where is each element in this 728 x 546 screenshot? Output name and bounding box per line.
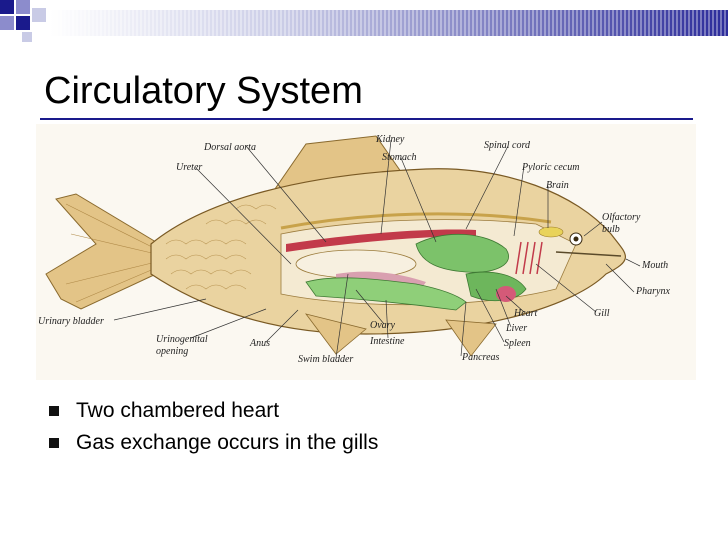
- anal-fin: [305, 313, 367, 355]
- tail-fin-rays: [65, 203, 157, 303]
- title-divider: [40, 118, 693, 120]
- label-pharynx: Pharynx: [635, 286, 670, 297]
- pelvic-fin: [445, 319, 497, 357]
- label-olfactory: Olfactory: [602, 212, 641, 223]
- label-stomach: Stomach: [382, 152, 416, 163]
- label-ureter: Ureter: [176, 162, 202, 173]
- label-heart: Heart: [513, 308, 538, 319]
- label-brain: Brain: [546, 180, 569, 191]
- square-bullet-icon: [49, 438, 59, 448]
- tail-fin: [45, 193, 157, 310]
- bullet-text: Gas exchange occurs in the gills: [76, 431, 379, 454]
- label-liver: Liver: [505, 323, 527, 334]
- label-mouth: Mouth: [641, 260, 668, 271]
- label-gill: Gill: [594, 308, 610, 319]
- label-ovary: Ovary: [370, 320, 396, 331]
- label-kidney: Kidney: [375, 134, 405, 145]
- kidney: [286, 229, 476, 252]
- label-urinary-bladder: Urinary bladder: [38, 316, 104, 327]
- spinal-cord: [280, 212, 552, 230]
- label-spleen: Spleen: [504, 338, 531, 349]
- bullet-item: Two chambered heart: [46, 395, 378, 427]
- bullet-list: Two chambered heart Gas exchange occurs …: [46, 395, 378, 459]
- leader-lines: [113, 139, 641, 359]
- heart: [496, 286, 516, 302]
- fish-scales: [165, 204, 277, 290]
- square-bullet-icon: [49, 406, 59, 416]
- label-pyloric-cecum: Pyloric cecum: [521, 162, 579, 173]
- bullet-text: Two chambered heart: [76, 399, 280, 422]
- label-spinal-cord: Spinal cord: [484, 140, 531, 151]
- label-urinogenital: Urinogenital: [156, 334, 208, 345]
- gills: [515, 241, 543, 275]
- label-dorsal-aorta: Dorsal aorta: [203, 142, 256, 153]
- fish-anatomy-diagram: Dorsal aorta Kidney Spinal cord Stomach …: [36, 124, 696, 380]
- pharynx: [555, 251, 622, 257]
- label-urinogenital-opening: opening: [156, 346, 188, 357]
- title-bar-decoration: [0, 0, 728, 42]
- stomach: [415, 233, 509, 273]
- brain: [538, 226, 564, 238]
- label-anus: Anus: [249, 338, 270, 349]
- label-intestine: Intestine: [369, 336, 405, 347]
- eye-pupil: [573, 236, 579, 242]
- label-olfactory-bulb: bulb: [602, 224, 620, 235]
- bullet-item: Gas exchange occurs in the gills: [46, 427, 378, 459]
- label-pancreas: Pancreas: [461, 352, 500, 363]
- slide-title: Circulatory System: [44, 70, 363, 112]
- label-swim-bladder: Swim bladder: [298, 354, 353, 365]
